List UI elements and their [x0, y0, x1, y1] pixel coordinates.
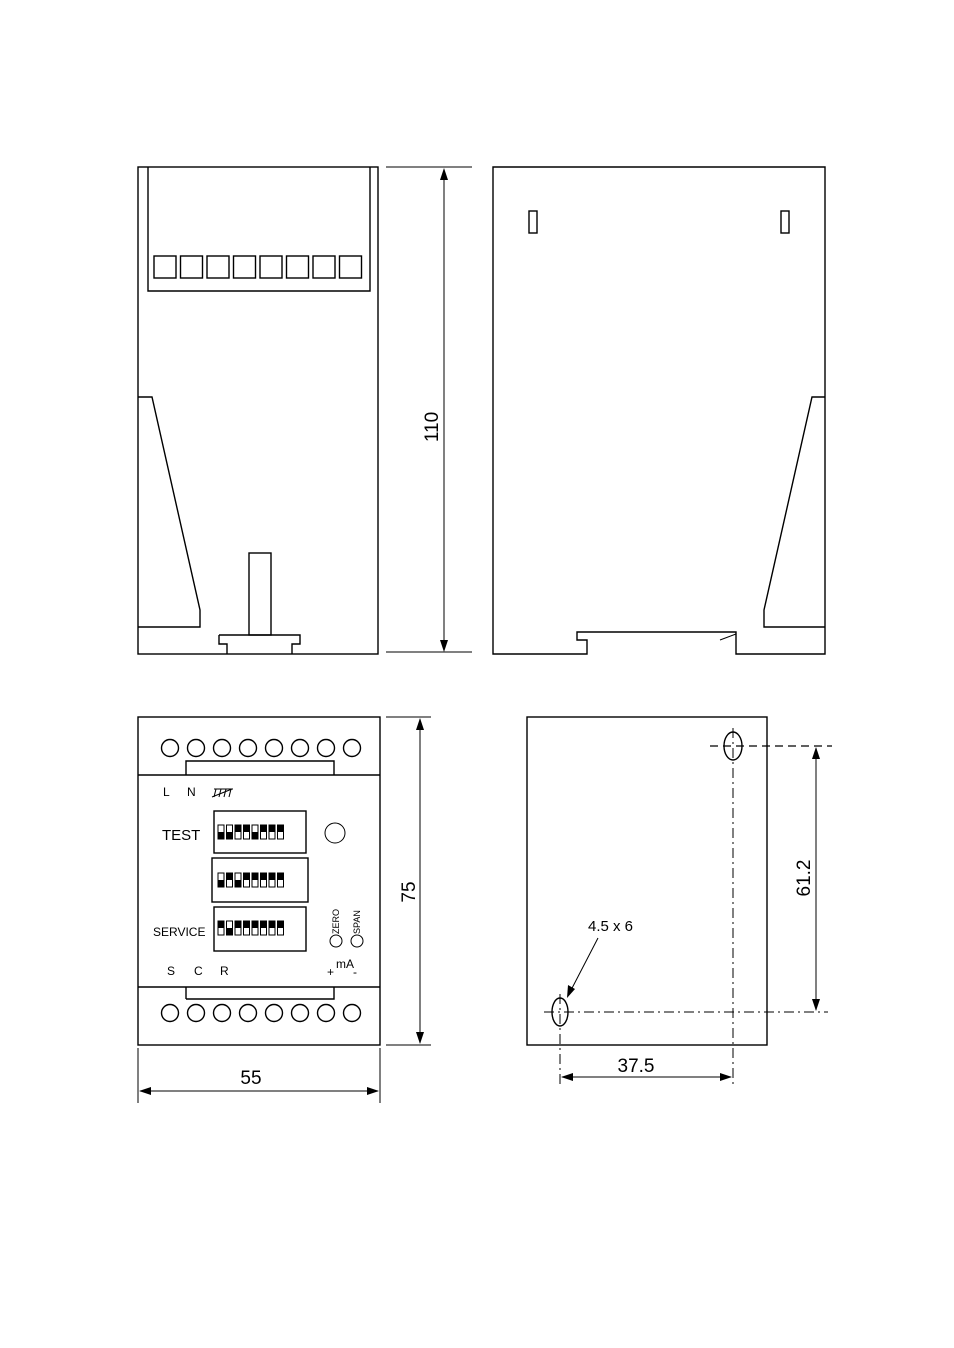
mounting-view: 61.2 37.5 4.5 x 6 — [526, 716, 832, 1085]
dip-switch-lever — [218, 832, 224, 839]
dimension-110: 110 — [386, 166, 472, 653]
ma-label: mA — [336, 957, 354, 971]
dip-switch-lever — [277, 825, 284, 832]
terminal-square — [206, 255, 230, 279]
dip-switch-lever — [235, 880, 241, 887]
front-view: L N TEST SERVICE ZERO SPAN S C R + mA - — [137, 716, 381, 1046]
dip-switch-lever — [235, 825, 241, 832]
indicator-led — [324, 822, 346, 844]
terminal-screw — [212, 1003, 232, 1023]
terminal-screw — [342, 1003, 362, 1023]
label-R: R — [220, 964, 229, 978]
dip-switch-lever — [226, 928, 233, 935]
label-L: L — [163, 785, 170, 799]
dip-box-service — [213, 906, 307, 952]
dip-switch-lever — [269, 825, 275, 832]
dip-switch-lever — [269, 873, 275, 880]
dip-switch-lever — [243, 873, 250, 880]
terminal-square — [338, 255, 363, 279]
dip-switch-lever — [226, 873, 233, 880]
plus-label: + — [327, 965, 334, 979]
dip-switch-lever — [218, 921, 224, 928]
minus-label: - — [353, 965, 357, 979]
terminal-screw — [316, 1003, 336, 1023]
terminal-block-row — [153, 255, 363, 279]
side-view-right — [492, 166, 826, 655]
terminal-square — [285, 255, 310, 279]
dip-switch-lever — [277, 873, 284, 880]
dip-switch-middle — [217, 872, 284, 888]
dip-box-test — [213, 810, 307, 854]
dip-box-middle — [211, 857, 309, 903]
dip-switch-lever — [260, 921, 267, 928]
hole-size-label: 4.5 x 6 — [588, 918, 633, 935]
dim-75-label: 75 — [399, 881, 420, 902]
dim-37-5-label: 37.5 — [618, 1056, 655, 1077]
label-S: S — [167, 964, 175, 978]
terminal-square — [179, 255, 204, 279]
dimension-75: 75 — [386, 716, 431, 1046]
dip-switch-lever — [252, 921, 258, 928]
label-N: N — [187, 785, 196, 799]
terminal-screw — [290, 738, 310, 758]
terminal-screw — [264, 1003, 284, 1023]
terminal-screw — [186, 1003, 206, 1023]
side-view-left — [137, 166, 379, 655]
terminal-screw — [342, 738, 362, 758]
dim-55-label: 55 — [240, 1068, 261, 1089]
terminal-screw — [212, 738, 232, 758]
dip-switch-lever — [277, 921, 284, 928]
dip-switch-test — [217, 824, 284, 840]
dip-switch-lever — [252, 832, 258, 839]
dip-switch-lever — [260, 873, 267, 880]
zero-pot — [329, 934, 343, 948]
terminal-screw — [238, 738, 258, 758]
terminal-screw — [290, 1003, 310, 1023]
ground-icon — [211, 788, 233, 798]
terminal-row-top — [160, 738, 362, 758]
terminal-square — [259, 255, 283, 279]
dim-110-label: 110 — [422, 412, 443, 442]
terminal-screw — [186, 738, 206, 758]
terminal-square — [153, 255, 177, 279]
service-label: SERVICE — [153, 925, 205, 939]
dimension-55: 55 — [137, 1048, 381, 1103]
terminal-square — [232, 255, 257, 279]
label-C: C — [194, 964, 203, 978]
dip-switch-lever — [243, 825, 250, 832]
terminal-screw — [316, 738, 336, 758]
dip-switch-lever — [260, 825, 267, 832]
test-label: TEST — [162, 827, 200, 844]
terminal-square — [312, 255, 336, 279]
span-pot — [350, 934, 364, 948]
dip-switch-lever — [226, 832, 233, 839]
zero-label: ZERO — [331, 909, 341, 934]
terminal-screw — [160, 1003, 180, 1023]
dip-switch-service — [217, 920, 284, 936]
dim-61-2-label: 61.2 — [794, 860, 815, 897]
dip-switch-lever — [252, 873, 258, 880]
terminal-row-bottom — [160, 1003, 362, 1023]
terminal-screw — [238, 1003, 258, 1023]
dip-switch-lever — [269, 921, 275, 928]
span-label: SPAN — [352, 910, 362, 934]
terminal-screw — [264, 738, 284, 758]
dip-switch-lever — [218, 880, 224, 887]
terminal-screw — [160, 738, 180, 758]
dip-switch-lever — [235, 921, 241, 928]
dip-switch-lever — [243, 921, 250, 928]
